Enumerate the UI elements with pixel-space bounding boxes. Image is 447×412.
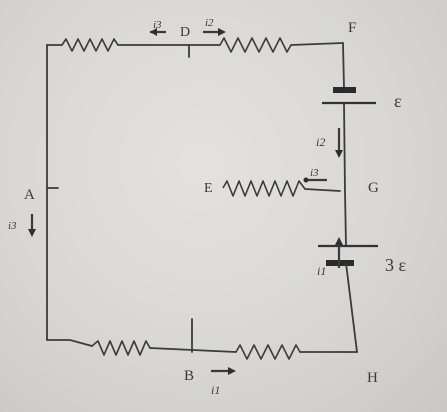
emf-bottom-label: 3 ε: [385, 255, 407, 275]
emf-top-label: ε: [394, 91, 402, 111]
wire-to-g: [343, 102, 346, 193]
arrow-i3-left-head: [28, 229, 36, 237]
resistor-top-left: [61, 38, 119, 52]
resistor-bottom-right: [235, 344, 301, 360]
resistor-middle: [222, 180, 306, 197]
current-label-i3-top: i3: [153, 19, 162, 31]
resistor-bottom-left: [91, 340, 151, 356]
current-label-i3-branch: i3: [310, 167, 319, 179]
wire-bottom-mid: [149, 347, 237, 353]
wire-f-down: [342, 42, 345, 89]
node-label-e: E: [204, 181, 213, 196]
node-label-g: G: [368, 180, 379, 196]
node-label-f: F: [348, 20, 356, 36]
current-label-i2-branch: i2: [316, 135, 325, 149]
current-label-i2-top: i2: [205, 17, 214, 29]
wire-middle-to-g: [304, 188, 341, 192]
node-label-d: D: [180, 25, 190, 40]
wire-to-h: [345, 262, 358, 353]
current-label-i1-bottom: i1: [211, 383, 220, 397]
node-label-b: B: [184, 368, 194, 384]
arrow-i1-bottom-head: [228, 367, 236, 375]
node-label-a: A: [24, 187, 35, 203]
current-label-i1-battery: i1: [317, 264, 326, 278]
wire-bottom-left: [46, 339, 93, 347]
arrow-i2-branch-head: [335, 150, 343, 158]
wire-to-f: [290, 42, 344, 46]
node-label-h: H: [367, 370, 378, 386]
arrow-i3-branch-dot: [303, 177, 309, 183]
wire-g-down: [344, 191, 347, 247]
arrow-i3-top-head: [150, 28, 157, 36]
current-label-i3-left: i3: [8, 220, 17, 232]
resistor-top-right: [219, 37, 292, 53]
arrow-i1-battery-head: [335, 237, 343, 245]
arrow-i2-top-head: [218, 28, 226, 36]
